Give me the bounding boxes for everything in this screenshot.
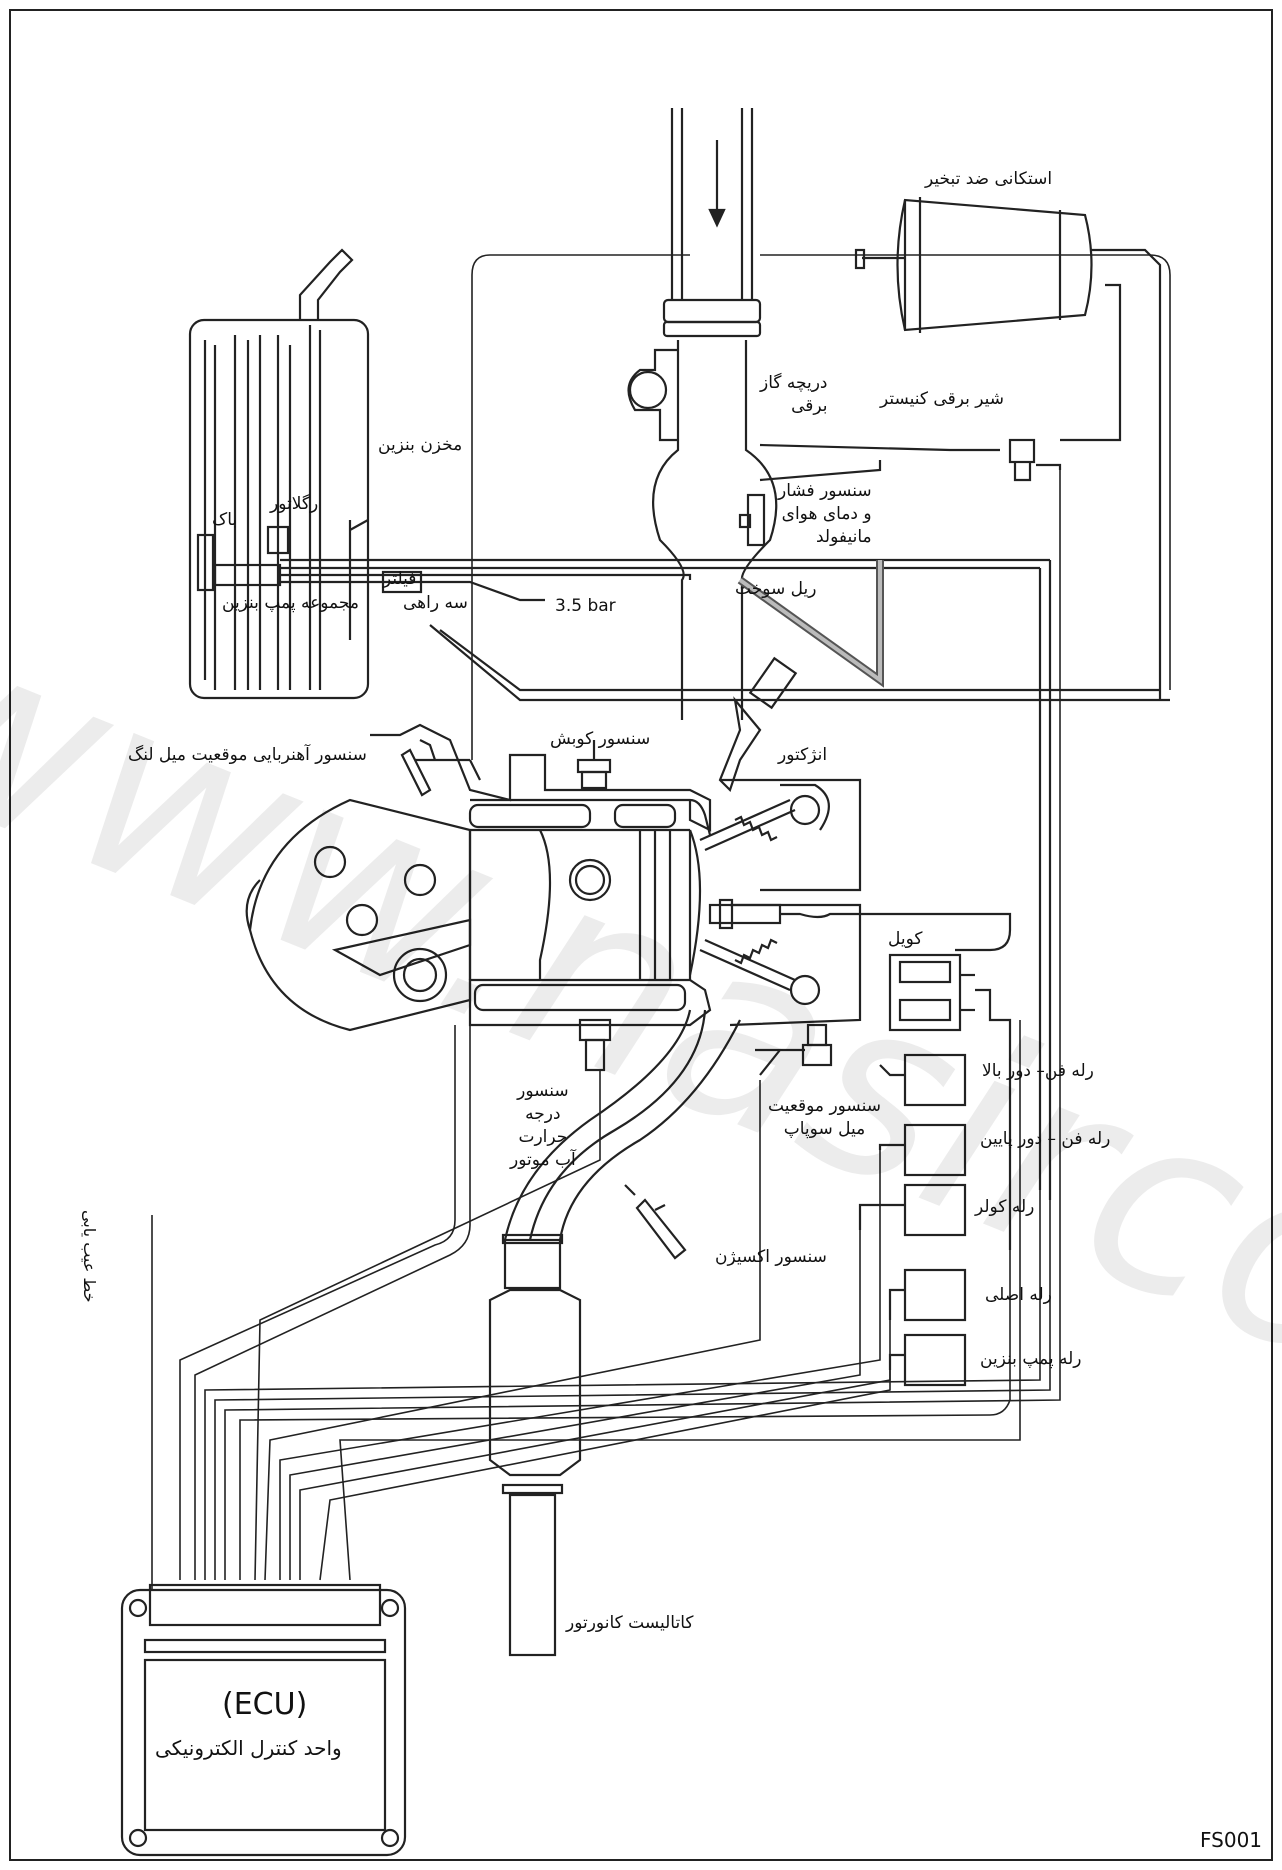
ignition-coil [888,953,1012,1250]
label-knock-sensor: سنسور کوبش [550,729,651,749]
label-relay-ac: رله کولر [975,1197,1035,1217]
fuel-rail [737,560,884,688]
engine-block [370,723,712,1027]
spark-plug [708,898,1012,952]
label-tank: باک [212,510,238,530]
label-ecu-abbr: (ECU) [222,1687,308,1722]
oxygen-sensor [624,1184,687,1260]
label-coil: کویل [888,929,923,949]
page-border [9,9,1273,1861]
label-three-way: سه راهی [403,593,468,613]
label-relay-fan-low: رله فن – دور پایین [980,1129,1111,1149]
label-pump-assembly: مجموعه پمپ بنزین [222,593,359,613]
cam-sensor [755,1023,833,1076]
ecu-unit [120,1583,407,1857]
label-fuel-tank: مخزن بنزین [378,435,463,455]
fuel-tank [188,248,370,700]
fuel-lines [280,558,1170,1200]
catalytic-converter [488,1233,582,1657]
label-pressure: 3.5 bar [555,596,616,616]
label-canister-valve: شیر برقی کنیستر [880,389,1004,409]
label-relay-main: رله اصلی [985,1285,1052,1305]
relays [858,1053,967,1387]
injector [718,656,798,793]
exhaust-pipe [503,1009,741,1241]
label-catalyst: کاتالیست کانورتور [566,1613,694,1633]
label-throttle: دریچه گاز برقی [760,373,828,416]
label-injector: انژکتور [778,745,828,765]
airflow-arrow-icon [708,140,726,228]
label-canister: استکانی ضد تبخیر [925,169,1053,189]
throttle-body [627,348,678,442]
intake-manifold-outline [490,254,1171,690]
figure-code: FS001 [1200,1828,1263,1852]
canister-valve [759,438,1062,482]
label-fuel-rail: ریل سوخت [735,579,817,599]
crank-sensor [400,739,470,797]
label-crank-sensor: سنسور آهنربایی موقعیت میل لنگ [128,745,367,765]
map-sensor [738,460,882,547]
label-ecu-name: واحد کنترل الکترونیکی [155,1736,342,1760]
label-oxygen-sensor: سنسور اکسیژن [715,1247,827,1267]
evap-canister [854,197,1162,700]
label-cam-sensor: سنسور موقعیت میل سوپاپ [768,1096,881,1139]
label-relay-fan-high: رله فن– دور بالا [982,1061,1094,1081]
valve-springs [699,778,862,1027]
intake-pipe [652,108,778,720]
label-regulator: رگلاتور [270,494,319,514]
coolant-sensor [578,1018,612,1072]
label-coolant-sensor: سنسور درجه حرارت آب موتور [510,1081,576,1170]
crank-gear [245,759,481,1032]
label-filter: فیلتر [383,569,417,589]
label-relay-pump: رله پمپ بنزین [980,1349,1082,1369]
label-diag-line: خط عیب یابی [80,1210,99,1303]
wiring-harness [179,470,1170,1581]
label-map-sensor: سنسور فشار و دمای هوای مانیفولد [778,481,872,547]
knock-sensor [576,740,612,790]
